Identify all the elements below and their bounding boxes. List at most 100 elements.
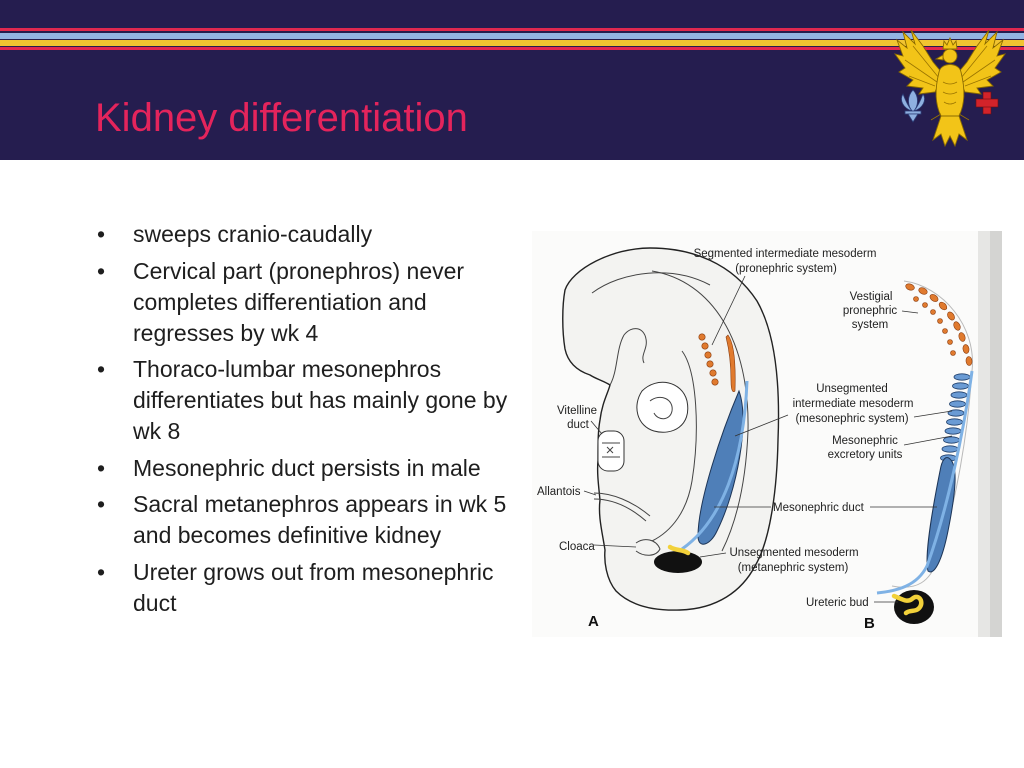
bullet-text-line: completes differentiation and	[133, 288, 427, 315]
leader-line	[711, 275, 746, 346]
label-unsegmented-mesoderm: Unsegmented mesoderm	[729, 547, 858, 559]
eagle-body	[935, 64, 965, 121]
label-unsegmented: Unsegmented	[816, 383, 888, 395]
pronephric-segment-a	[706, 360, 714, 368]
mesonephric-ridge-a	[697, 389, 744, 545]
header-stripe-red-top	[0, 28, 1024, 31]
panel-label-a: A	[588, 613, 599, 630]
neural-outline	[591, 272, 711, 294]
bullet-marker: •	[97, 257, 106, 284]
vestigial-pronephric-segment-b	[938, 301, 948, 311]
vestigial-pronephric-segment-b	[930, 309, 936, 315]
bullet-text-line: Thoraco-lumbar mesonephros	[133, 356, 442, 382]
label-mesonephric-system: (mesonephric system)	[795, 413, 908, 425]
bullet-text-line: Ureter grows out from mesonephric	[133, 558, 494, 585]
label-segmented-intermediate-mesoderm: Segmented intermediate mesoderm	[694, 248, 877, 260]
eagle-tail	[932, 115, 968, 148]
mesonephric-excretory-unit-b	[941, 445, 959, 453]
cross-icon	[975, 91, 999, 115]
leader-line	[590, 420, 603, 435]
pronephric-segment-a	[709, 369, 717, 377]
vestigial-pronephric-segment-b	[962, 344, 970, 354]
bullet-item: • Mesonephric duct persists in male	[95, 453, 525, 484]
bullet-marker: •	[97, 454, 106, 481]
label-mesonephric: Mesonephric	[832, 435, 898, 447]
bullet-text-line: and becomes definitive kidney	[133, 522, 442, 548]
vestigial-pronephric-segment-b	[942, 328, 948, 334]
vestigial-pronephric-segment-b	[905, 283, 915, 291]
mesonephric-excretory-unit-b	[949, 400, 966, 408]
leader-line	[593, 544, 637, 548]
mesonephric-excretory-unit-b	[953, 373, 971, 381]
bullet-marker: •	[97, 491, 106, 517]
bullet-list: • sweeps cranio-caudally • Cervical part…	[95, 219, 525, 624]
bullet-marker: •	[97, 221, 106, 247]
vestigial-pronephric-segment-b	[965, 356, 973, 366]
mesonephric-duct-a	[681, 380, 749, 551]
bullet-item: • Ureter grows out from mesonephric duct	[95, 557, 525, 619]
label-mesonephric-duct: Mesonephric duct	[773, 502, 865, 514]
bullet-marker: •	[97, 558, 106, 585]
vestigial-pronephric-segment-b	[937, 318, 943, 324]
mesonephric-excretory-unit-b	[950, 391, 968, 399]
pronephric-segment-a	[698, 333, 706, 341]
vestigial-pronephric-segment-b	[918, 287, 928, 295]
label-cloaca: Cloaca	[559, 541, 595, 553]
gut-tube	[651, 350, 697, 542]
cloaca-outline	[635, 539, 661, 556]
ureteric-bud-b	[891, 593, 924, 616]
label-duct: duct	[567, 419, 590, 431]
panel-label-b: B	[864, 615, 875, 632]
bullet-text-line: Mesonephric duct persists in male	[133, 454, 481, 481]
figure-canvas: Segmented intermediate mesoderm (proneph…	[537, 231, 1002, 637]
vestigial-pronephric-segment-b	[922, 302, 928, 308]
header-stripe-red-bottom	[0, 47, 1024, 50]
label-pronephric-system: (pronephric system)	[735, 263, 837, 275]
label-metanephric-system: (metanephric system)	[738, 562, 849, 574]
pronephric-segment-a	[704, 351, 712, 359]
mesonephric-excretory-unit-b	[947, 409, 965, 417]
eagle-crest-icon	[893, 29, 1007, 148]
figure-labels: Segmented intermediate mesoderm (proneph…	[537, 248, 913, 632]
vestigial-pronephric-segment-b	[929, 294, 939, 302]
eagle-right-wing	[956, 29, 1007, 95]
heart-detail	[649, 396, 673, 420]
vestigial-pronephric-segment-b	[950, 350, 956, 356]
pronephric-segment-a	[701, 342, 709, 350]
leader-line	[699, 552, 727, 558]
label-pronephric: pronephric	[843, 305, 898, 317]
leader-line	[583, 490, 597, 496]
header-stripe-yellow	[0, 40, 1024, 46]
bullet-text-line: sweeps cranio-caudally	[133, 221, 373, 247]
page-gutter-edge	[990, 231, 1002, 637]
leader-line	[901, 310, 919, 314]
heart-outline	[636, 381, 689, 433]
slide-title: Kidney differentiation	[95, 96, 468, 140]
vestigial-pronephric-segment-b	[958, 332, 966, 342]
allantois-tube	[593, 492, 651, 522]
bullet-item: • Cervical part (pronephros) never compl…	[95, 256, 525, 349]
bullet-text-line: regresses by wk 4	[133, 319, 319, 346]
bullet-item: • Thoraco-lumbar mesonephros differentia…	[95, 354, 525, 447]
label-allantois: Allantois	[537, 486, 581, 498]
embryo-panel-a	[562, 247, 780, 611]
leader-line	[903, 435, 953, 446]
kidney-development-figure: Segmented intermediate mesoderm (proneph…	[532, 231, 1002, 637]
metanephric-mesoderm-a	[654, 551, 702, 573]
body-wall-inner	[651, 270, 749, 552]
eagle-beak	[934, 54, 944, 61]
nephric-cord-panel-b	[876, 280, 974, 624]
bullet-text-line: Sacral metanephros appears in wk 5	[133, 491, 507, 517]
bullet-item: • Sacral metanephros appears in wk 5 and…	[95, 489, 525, 551]
bullet-text-line: wk 8	[133, 418, 181, 444]
label-ureteric-bud: Ureteric bud	[806, 597, 869, 609]
ureteric-bud-a	[667, 544, 691, 556]
vestigial-pronephric-segment-b	[913, 296, 919, 302]
label-system: system	[852, 319, 888, 331]
label-vitelline: Vitelline	[557, 405, 597, 417]
vestigial-pronephric-segment-b	[947, 339, 953, 345]
bullet-text-line: differentiates but has mainly gone by	[133, 387, 508, 413]
bullet-marker: •	[97, 356, 106, 382]
vestigial-pronephric-segments-b	[905, 283, 973, 366]
eagle-head	[942, 48, 958, 64]
